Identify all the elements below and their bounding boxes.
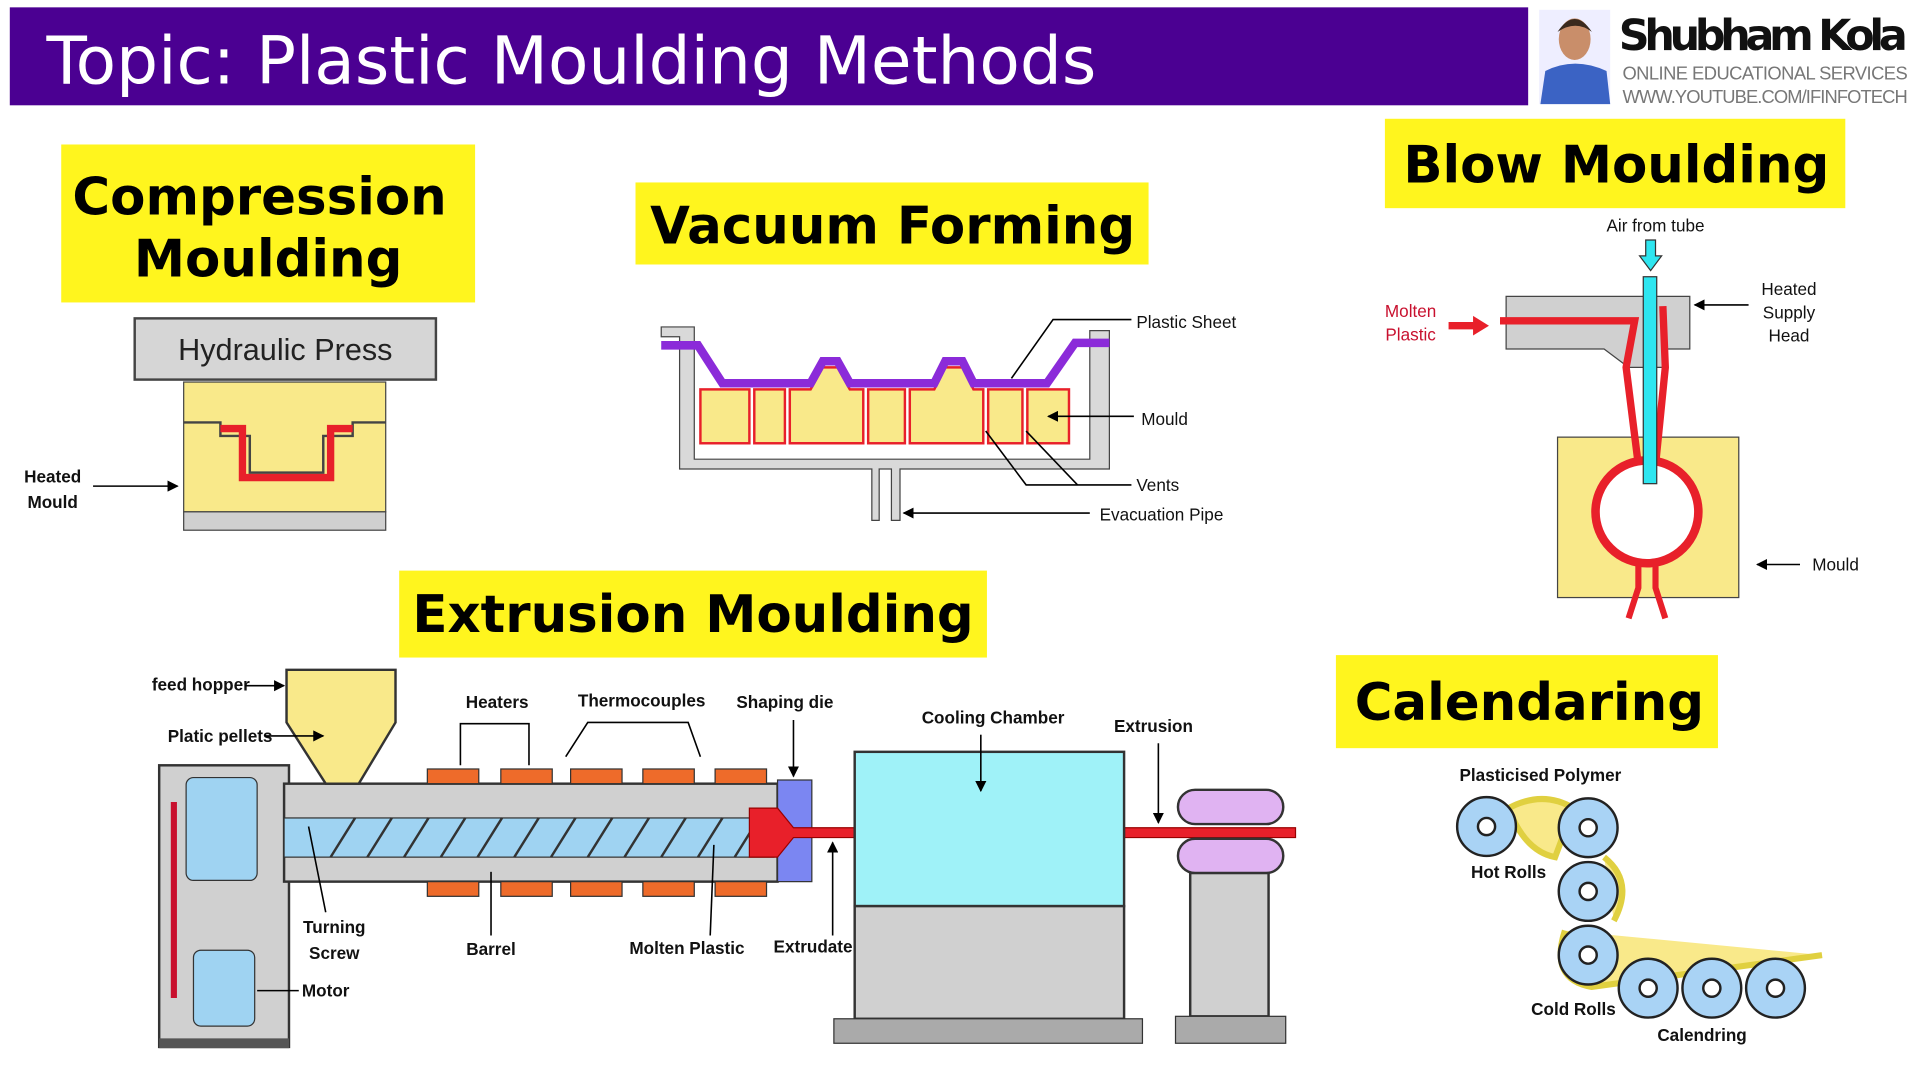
extrusion-title: Extrusion Moulding [412,585,973,645]
hot-rolls-label: Hot Rolls [1471,862,1546,882]
supply-head-label-2: Supply [1763,302,1816,322]
molten-plastic-label: Molten Plastic [629,938,745,958]
barrel-label: Barrel [466,939,516,959]
page-title: Topic: Plastic Moulding Methods [46,22,1097,99]
turning-screw-label-1: Turning [303,917,365,937]
extrusion-label: Extrusion [1114,716,1193,736]
brand-name: Shubham Kola [1619,11,1908,61]
header: Topic: Plastic Moulding Methods Shubham … [9,7,1908,107]
feed-hopper-label: feed hopper [152,675,250,695]
compression-title-line1: Compression [72,167,446,227]
calendaring-title: Calendaring [1355,673,1704,733]
title-bar [9,7,1529,106]
mould-cells [699,366,1071,445]
vacuum-title: Vacuum Forming [650,197,1135,257]
cooling-chamber [853,750,1126,908]
evacuation-pipe-label: Evacuation Pipe [1100,504,1224,524]
extrudate-label: Extrudate [774,937,853,957]
screw-flights [329,817,761,858]
pellets-label: Platic pellets [168,726,273,746]
calendring-label: Calendring [1657,1025,1746,1045]
blow-moulding-section: Blow Moulding Air from tube Molten Plast… [1384,118,1859,620]
plasticised-polymer-label: Plasticised Polymer [1459,765,1621,785]
avatar [1539,9,1611,105]
rollers [1455,795,1807,1019]
turning-screw-label-2: Screw [309,943,360,963]
hydraulic-press-label: Hydraulic Press [178,333,392,367]
molten-arrow-icon [1448,315,1489,336]
heated-mould-label-2: Mould [27,492,77,512]
blow-title: Blow Moulding [1403,135,1829,195]
molten-plastic-label-1: Molten [1385,301,1436,321]
plastic-sheet [661,338,1110,388]
plastic-sheet-label: Plastic Sheet [1136,312,1236,332]
compression-title-line2: Moulding [134,230,403,290]
vacuum-forming-section: Vacuum Forming Plastic Sheet Mould Vents… [635,182,1237,524]
shaping-die-label: Shaping die [736,692,833,712]
supply-head-label-1: Heated [1761,279,1816,299]
hopper [285,668,397,785]
air-from-tube-label: Air from tube [1606,215,1704,235]
calendaring-section: Calendaring Plasticised Polymer Hot Roll… [1335,655,1823,1045]
vents-label: Vents [1136,475,1179,495]
heated-mould-cavity [220,424,353,482]
hydraulic-press [133,317,438,381]
heaters [426,768,768,897]
mould-label: Mould [1141,409,1188,429]
brand-tagline: ONLINE EDUCATIONAL SERVICES [1622,63,1907,84]
blow-mould-label: Mould [1812,555,1859,575]
cold-rolls-label: Cold Rolls [1531,999,1616,1019]
air-tube [1642,276,1658,485]
air-arrow-icon [1638,239,1663,272]
brand-url: WWW.YOUTUBE.COM/IFINFOTECH [1622,86,1907,107]
thermocouples-label: Thermocouples [578,691,706,711]
heaters-label: Heaters [466,692,529,712]
supply-head-label-3: Head [1769,326,1810,346]
molten-plastic-label-2: Plastic [1385,324,1436,344]
compression-moulding-section: Compression Moulding Hydraulic Press Hea… [24,144,476,531]
extrusion-moulding-section: Extrusion Moulding feed hopper Platic pe… [152,570,1297,1049]
heated-mould-label-1: Heated [24,466,81,486]
motor-label: Motor [302,981,350,1001]
cooling-chamber-label: Cooling Chamber [922,708,1065,728]
